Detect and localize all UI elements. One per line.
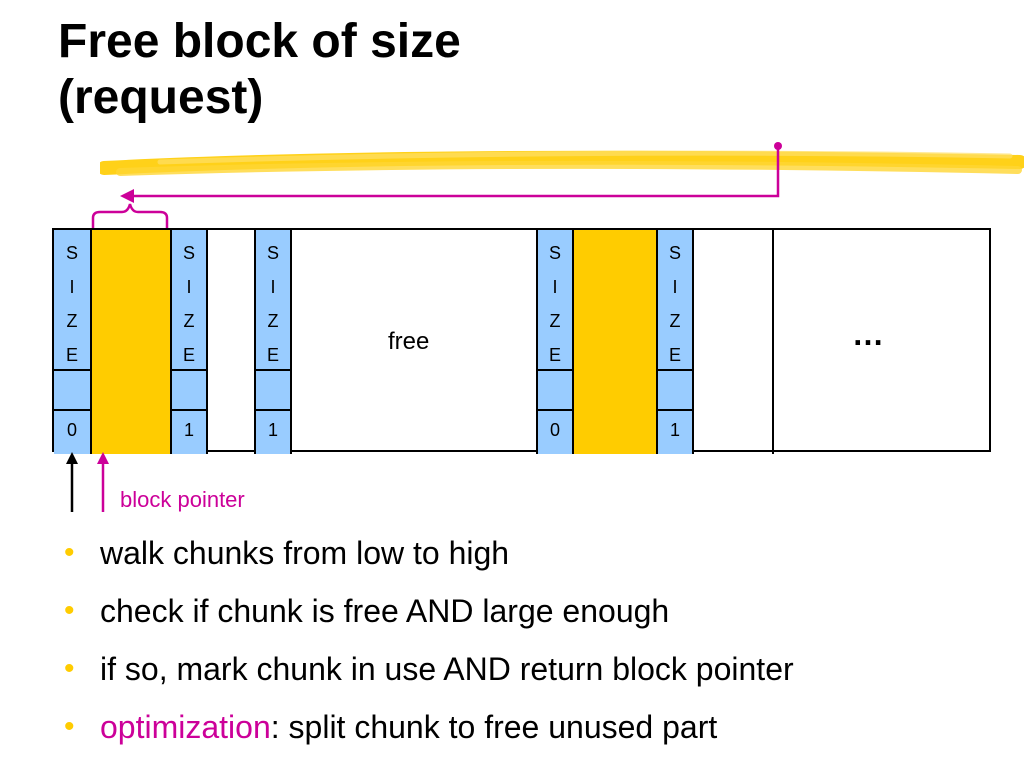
ellipsis: … [852, 316, 885, 352]
block-header-size: S I Z E 0 [536, 230, 574, 454]
heap-start-arrow [66, 452, 78, 512]
slide-title: Free block of size (request) [58, 14, 461, 126]
bullet-dot-icon: • [64, 536, 75, 569]
allocated-flag: 0 [549, 420, 560, 440]
size-letters: S I Z E [65, 243, 78, 365]
bullet-dot-icon: • [64, 710, 75, 743]
highlighter-stroke [100, 150, 1024, 176]
title-line-1: Free block of size [58, 15, 461, 68]
free-flag: 1 [267, 420, 278, 440]
size-letters: S I Z E [548, 243, 561, 365]
block-footer-size: S I Z E 1 [170, 230, 208, 454]
bullet-item: • check if chunk is free AND large enoug… [64, 588, 1004, 646]
block-header-size: S I Z E 0 [54, 230, 92, 454]
allocated-payload [574, 230, 656, 454]
bullet-item: • optimization: split chunk to free unus… [64, 704, 1004, 762]
size-letters: S I Z E [266, 243, 279, 365]
padding-region [694, 230, 774, 454]
bullet-item: • if so, mark chunk in use AND return bl… [64, 646, 1004, 704]
bullet-dot-icon: • [64, 652, 75, 685]
padding-region [208, 230, 256, 454]
allocated-flag: 1 [669, 420, 680, 440]
heap-diagram: S I Z E 0 S I Z E 1 S I Z E 1 free S I Z… [52, 228, 991, 454]
free-region: free [292, 230, 538, 454]
size-letters: S I Z E [668, 243, 681, 365]
block-pointer-label: block pointer [120, 487, 245, 512]
free-label: free [388, 328, 430, 355]
allocated-flag: 1 [183, 420, 194, 440]
size-letters: S I Z E [182, 243, 195, 365]
bullet-item: • walk chunks from low to high [64, 530, 1004, 588]
payload-brace [91, 203, 169, 228]
title-line-2: (request) [58, 71, 264, 124]
allocated-payload [92, 230, 170, 454]
allocated-flag: 0 [66, 420, 77, 440]
block-footer-size: S I Z E 1 [656, 230, 694, 454]
bullet-list: • walk chunks from low to high • check i… [64, 530, 1004, 762]
bullet-dot-icon: • [64, 594, 75, 627]
block-pointer-arrow [97, 452, 109, 512]
free-block-header-size: S I Z E 1 [254, 230, 292, 454]
optimization-highlight: optimization [100, 709, 271, 745]
